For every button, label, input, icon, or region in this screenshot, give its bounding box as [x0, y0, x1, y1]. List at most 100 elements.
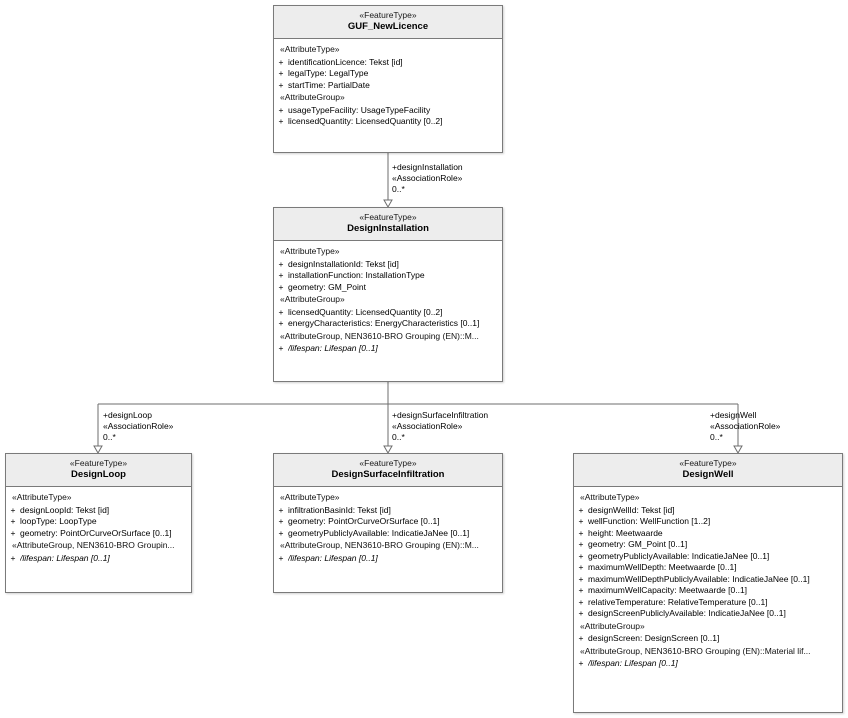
visibility-marker: + — [278, 68, 284, 78]
association-label-designloop: +designLoop «AssociationRole» 0..* — [103, 410, 173, 443]
class-header: «FeatureType» DesignLoop — [6, 454, 191, 487]
attribute-text: /lifespan: Lifespan [0..1] — [288, 552, 378, 563]
compartment-label: «AttributeGroup» — [580, 620, 645, 631]
attribute-text: geometryPubliclyAvailable: IndicatieJaNe… — [588, 550, 770, 561]
class-header: «FeatureType» DesignWell — [574, 454, 842, 487]
visibility-marker: + — [278, 104, 284, 115]
attribute-text: geometry: GM_Point — [288, 281, 366, 292]
attribute-row: + geometry: PointOrCurveOrSurface [0..1] — [274, 516, 502, 528]
visibility-marker: + — [278, 281, 284, 292]
compartment-label: «AttributeGroup, NEN3610-BRO Grouping (E… — [580, 645, 811, 656]
attribute-row: + height: Meetwaarde — [574, 528, 842, 540]
class-name: DesignInstallation — [347, 223, 429, 234]
attribute-text: maximumWellDepth: Meetwaarde [0..1] — [588, 562, 737, 572]
visibility-marker: + — [10, 527, 16, 538]
visibility-marker: + — [10, 504, 16, 515]
attribute-row: + maximumWellCapacity: Meetwaarde [0..1] — [574, 585, 842, 597]
visibility-marker: + — [278, 116, 284, 126]
attribute-text: designScreenPubliclyAvailable: Indicatie… — [588, 608, 786, 618]
class-stereotype: «FeatureType» — [359, 212, 417, 222]
attribute-row: + designLoopId: Tekst [id] — [6, 505, 191, 517]
attribute-text: usageTypeFacility: UsageTypeFacility — [288, 104, 431, 115]
attribute-row: + startTime: PartialDate — [274, 80, 502, 92]
attribute-row: + geometry: GM_Point [0..1] — [574, 539, 842, 551]
attribute-text: startTime: PartialDate — [288, 79, 370, 90]
attribute-text: geometryPubliclyAvailable: IndicatieJaNe… — [288, 527, 470, 538]
compartment-label: «AttributeType» — [280, 492, 340, 502]
association-stereotype: «AssociationRole» — [392, 173, 463, 183]
association-role: +designInstallation — [392, 162, 463, 172]
visibility-marker: + — [578, 562, 584, 572]
attribute-text: height: Meetwaarde — [588, 527, 663, 538]
attribute-text: infiltrationBasinId: Tekst [id] — [288, 504, 391, 515]
class-box-designloop[interactable]: «FeatureType» DesignLoop «AttributeType»… — [5, 453, 192, 593]
compartment-label: «AttributeType» — [580, 492, 640, 502]
attribute-text: loopType: LoopType — [20, 516, 97, 526]
class-box-designwell[interactable]: «FeatureType» DesignWell «AttributeType»… — [573, 453, 843, 713]
compartment-label: «AttributeGroup, NEN3610-BRO Grouping (E… — [280, 540, 479, 550]
visibility-marker: + — [278, 306, 284, 317]
class-header: «FeatureType» DesignInstallation — [274, 208, 502, 241]
attribute-row: + designScreen: DesignScreen [0..1] — [574, 633, 842, 645]
class-stereotype: «FeatureType» — [679, 458, 737, 468]
association-multiplicity: 0..* — [392, 432, 405, 442]
visibility-marker: + — [278, 258, 284, 269]
visibility-marker: + — [10, 516, 16, 526]
visibility-marker: + — [10, 552, 16, 563]
attribute-row: + /lifespan: Lifespan [0..1] — [274, 343, 502, 355]
attribute-row: + maximumWellDepthPubliclyAvailable: Ind… — [574, 574, 842, 586]
attribute-text: relativeTemperature: RelativeTemperature… — [588, 596, 768, 607]
visibility-marker: + — [578, 573, 584, 584]
attribute-row: + infiltrationBasinId: Tekst [id] — [274, 505, 502, 517]
class-box-guf-newlicence[interactable]: «FeatureType» GUF_NewLicence «AttributeT… — [273, 5, 503, 153]
compartment-label: «AttributeType» — [280, 44, 340, 54]
attribute-row: + geometryPubliclyAvailable: IndicatieJa… — [274, 528, 502, 540]
association-stereotype: «AssociationRole» — [103, 421, 174, 431]
association-multiplicity: 0..* — [392, 184, 405, 194]
class-box-designinstallation[interactable]: «FeatureType» DesignInstallation «Attrib… — [273, 207, 503, 382]
compartment-label: «AttributeGroup» — [280, 294, 345, 304]
class-body: «AttributeType» + infiltrationBasinId: T… — [274, 487, 502, 569]
visibility-marker: + — [278, 79, 284, 90]
attribute-text: /lifespan: Lifespan [0..1] — [288, 343, 378, 353]
association-multiplicity: 0..* — [710, 432, 723, 442]
attribute-row: + licensedQuantity: LicensedQuantity [0.… — [274, 116, 502, 128]
visibility-marker: + — [278, 504, 284, 515]
class-name: DesignLoop — [71, 469, 126, 480]
attribute-text: maximumWellCapacity: Meetwaarde [0..1] — [588, 585, 748, 595]
attribute-row: + geometry: GM_Point — [274, 282, 502, 294]
attribute-row: + loopType: LoopType — [6, 516, 191, 528]
visibility-marker: + — [578, 596, 584, 607]
attribute-text: licensedQuantity: LicensedQuantity [0..2… — [288, 306, 443, 317]
attribute-text: /lifespan: Lifespan [0..1] — [588, 658, 678, 668]
class-header: «FeatureType» DesignSurfaceInfiltration — [274, 454, 502, 487]
attribute-row: + designScreenPubliclyAvailable: Indicat… — [574, 608, 842, 620]
class-header: «FeatureType» GUF_NewLicence — [274, 6, 502, 39]
visibility-marker: + — [578, 658, 584, 668]
visibility-marker: + — [578, 539, 584, 549]
class-box-designsurfaceinfiltration[interactable]: «FeatureType» DesignSurfaceInfiltration … — [273, 453, 503, 593]
attribute-text: designInstallationId: Tekst [id] — [288, 258, 399, 269]
association-stereotype: «AssociationRole» — [392, 421, 463, 431]
class-stereotype: «FeatureType» — [359, 10, 417, 20]
visibility-marker: + — [578, 633, 584, 643]
attribute-row: + designInstallationId: Tekst [id] — [274, 259, 502, 271]
compartment-label: «AttributeType» — [280, 246, 340, 256]
visibility-marker: + — [578, 516, 584, 526]
visibility-marker: + — [578, 608, 584, 618]
attribute-row: + geometry: PointOrCurveOrSurface [0..1] — [6, 528, 191, 540]
attribute-text: energyCharacteristics: EnergyCharacteris… — [288, 318, 480, 328]
attribute-text: geometry: PointOrCurveOrSurface [0..1] — [288, 516, 440, 526]
attribute-row: + /lifespan: Lifespan [0..1] — [574, 658, 842, 670]
compartment-label: «AttributeGroup, NEN3610-BRO Groupin... — [12, 540, 175, 550]
visibility-marker: + — [278, 318, 284, 328]
class-name: DesignWell — [682, 469, 734, 480]
association-multiplicity: 0..* — [103, 432, 116, 442]
attribute-text: wellFunction: WellFunction [1..2] — [588, 516, 711, 526]
attribute-text: licensedQuantity: LicensedQuantity [0..2… — [288, 116, 443, 126]
attribute-text: installationFunction: InstallationType — [288, 270, 425, 280]
visibility-marker: + — [578, 585, 584, 595]
class-name: DesignSurfaceInfiltration — [331, 469, 445, 480]
association-role: +designWell — [710, 410, 757, 420]
